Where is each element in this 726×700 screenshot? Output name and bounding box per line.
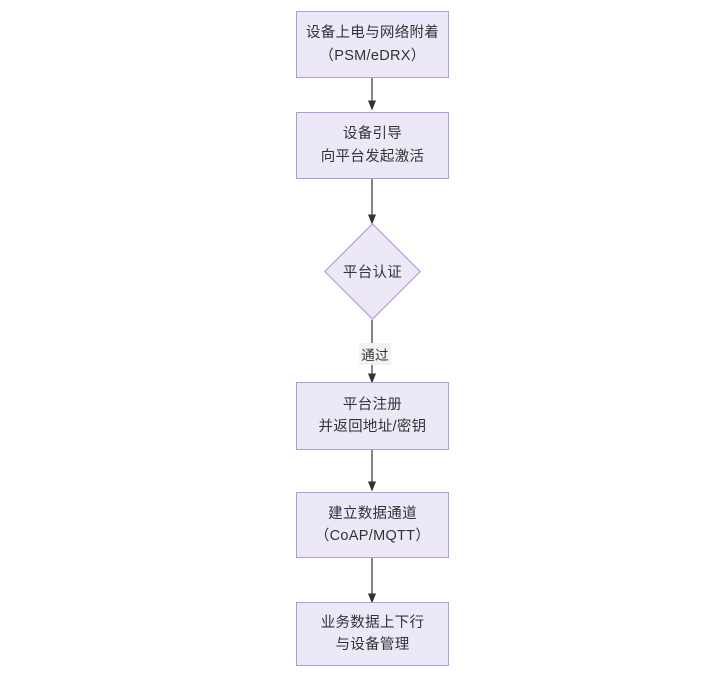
node-data-channel[interactable]: 建立数据通道 （CoAP/MQTT） (296, 492, 449, 558)
node-label-line1: 设备引导 (342, 126, 403, 143)
node-label-line1: 平台认证 (342, 265, 403, 281)
node-label-line1: 平台注册 (342, 396, 403, 413)
node-label-line2: 并返回地址/密钥 (318, 419, 427, 435)
node-label-line1: 建立数据通道 (328, 505, 417, 522)
node-business-data[interactable]: 业务数据上下行 与设备管理 (296, 602, 449, 666)
edge-label-pass: 通过 (359, 343, 391, 365)
node-platform-auth-decision[interactable]: 平台认证 (324, 223, 421, 320)
node-label-line2: （CoAP/MQTT） (314, 528, 431, 544)
node-device-power-on[interactable]: 设备上电与网络附着 （PSM/eDRX） (296, 11, 449, 78)
edge-n4-n5 (368, 450, 376, 492)
node-label-line2: 与设备管理 (335, 637, 410, 653)
node-label-line2: 向平台发起激活 (320, 148, 425, 165)
node-label-line1: 设备上电与网络附着 (305, 25, 440, 42)
node-label-line1: 业务数据上下行 (320, 614, 425, 631)
diamond-shape (324, 223, 421, 320)
node-device-bootstrap[interactable]: 设备引导 向平台发起激活 (296, 112, 449, 179)
edge-n2-n3 (368, 179, 376, 225)
node-label-line2: （PSM/eDRX） (319, 47, 426, 64)
node-platform-register[interactable]: 平台注册 并返回地址/密钥 (296, 382, 449, 450)
edge-n1-n2 (368, 78, 376, 111)
edge-n5-n6 (368, 558, 376, 604)
